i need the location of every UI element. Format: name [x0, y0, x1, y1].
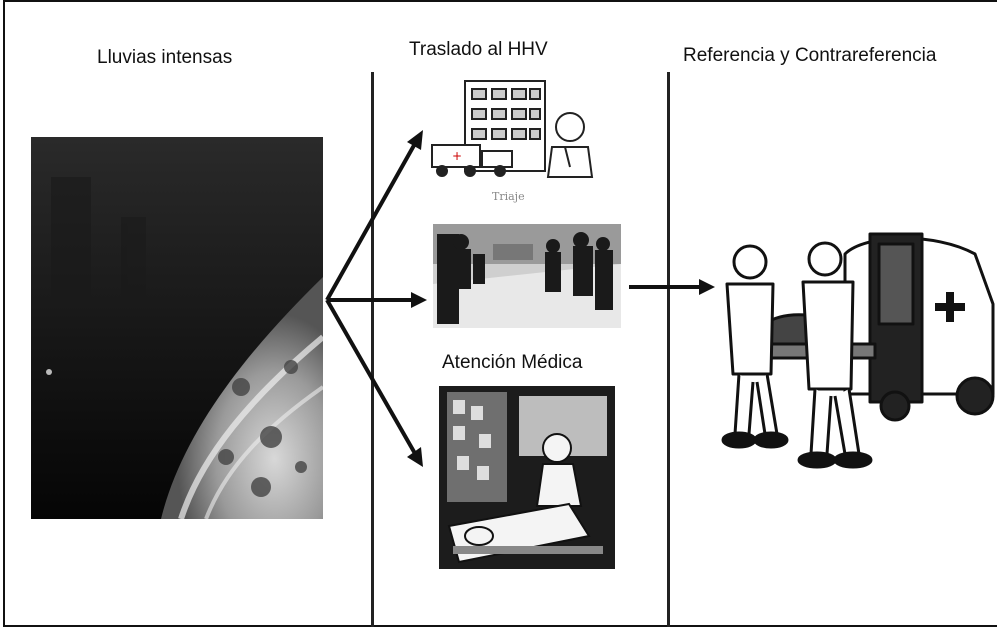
divider-right	[667, 72, 670, 627]
fan-arrows	[325, 130, 427, 467]
medical-care-illustration	[439, 386, 615, 569]
divider-left	[371, 72, 374, 627]
caption-triaje: Triaje	[492, 190, 525, 203]
arrow-to-ambulance	[629, 279, 715, 295]
heading-referencia: Referencia y Contrareferencia	[683, 45, 937, 66]
flood-photo	[31, 137, 323, 519]
diagram-frame: Lluvias intensas Traslado al HHV Referen…	[3, 0, 997, 627]
heading-lluvias-intensas: Lluvias intensas	[97, 47, 233, 68]
paramedics-loading-stretcher-into-ambulance-icon	[705, 214, 995, 479]
caption-atencion-medica: Atención Médica	[442, 352, 583, 373]
heading-traslado: Traslado al HHV	[409, 39, 548, 60]
triage-room-photo	[433, 224, 621, 328]
svg-text:+: +	[452, 149, 462, 163]
hospital-with-ambulance-and-doctor-icon: +	[430, 77, 595, 182]
